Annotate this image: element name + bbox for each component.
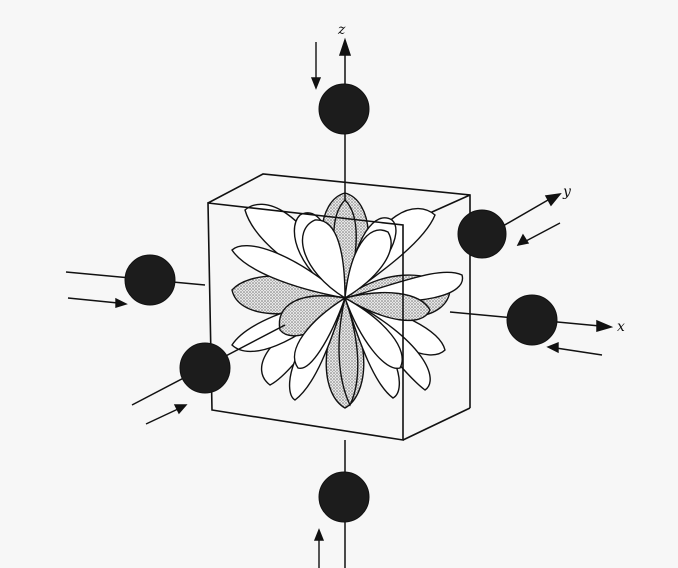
ligand-minus-z xyxy=(319,472,369,522)
ligand-minus-y xyxy=(180,343,230,393)
ligand-plus-y xyxy=(458,210,506,258)
ligand-minus-x xyxy=(125,255,175,305)
x-axis-label: x xyxy=(617,319,625,335)
d-orbital-lobes xyxy=(232,193,463,408)
z-axis-label: z xyxy=(337,22,346,38)
y-axis-label: y xyxy=(562,184,572,200)
ligand-plus-x xyxy=(507,295,557,345)
ligand-plus-z xyxy=(319,84,369,134)
